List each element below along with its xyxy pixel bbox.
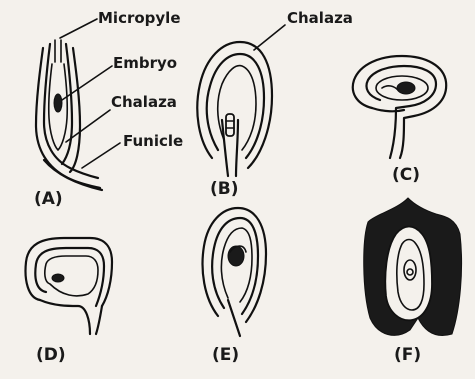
label-chalaza-a: Chalaza: [111, 93, 177, 111]
caption-e: (E): [212, 345, 239, 365]
caption-c: (C): [392, 165, 420, 185]
label-chalaza-b: Chalaza: [287, 9, 353, 27]
label-micropyle: Micropyle: [98, 9, 181, 27]
caption-d: (D): [36, 345, 66, 365]
label-funicle: Funicle: [123, 132, 183, 150]
label-embryo: Embryo: [113, 54, 177, 72]
ovule-b: [197, 42, 272, 176]
caption-a: (A): [34, 189, 63, 209]
ovule-f: [364, 198, 462, 335]
ovule-e: [203, 208, 266, 336]
caption-b: (B): [210, 179, 239, 199]
leader-line-b: [254, 25, 285, 50]
caption-f: (F): [394, 345, 421, 365]
ovule-c: [353, 56, 446, 158]
ovule-d: [26, 238, 112, 334]
ovule-a: [36, 40, 102, 190]
